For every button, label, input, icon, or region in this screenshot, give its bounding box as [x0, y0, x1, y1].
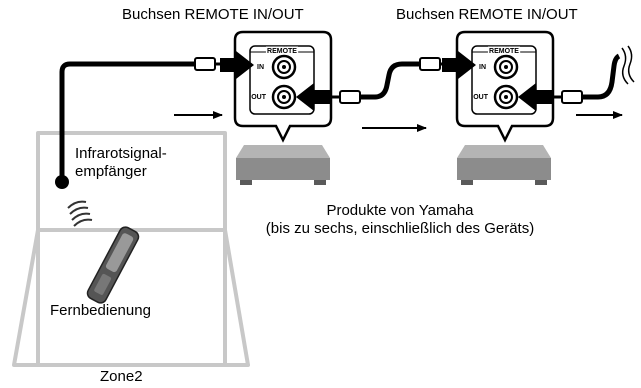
- remote-panel-1: REMOTE IN OUT: [233, 30, 333, 143]
- arrow-into-panel-2-out: [518, 83, 552, 111]
- remote-label: Fernbedienung: [50, 302, 151, 319]
- products-label-line2: (bis zu sechs, einschließlich des Geräts…: [265, 220, 535, 237]
- jack-label-right: Buchsen REMOTE IN/OUT: [396, 6, 578, 23]
- jack-label-left: Buchsen REMOTE IN/OUT: [122, 6, 304, 23]
- panel-1-title: REMOTE: [267, 48, 297, 55]
- ir-receiver-dot: [55, 175, 69, 189]
- arrow-into-panel-2-in: [442, 51, 476, 79]
- cable-continue: [554, 45, 635, 104]
- remote-control: [67, 200, 140, 304]
- panel-2-title: REMOTE: [489, 48, 519, 55]
- panel-1-out-label: OUT: [251, 94, 267, 101]
- ir-receiver-label-line2: empfänger: [75, 163, 147, 180]
- remote-panel-2: REMOTE IN OUT: [455, 30, 555, 143]
- ir-receiver-cable: [59, 61, 195, 182]
- yamaha-device-1: [236, 145, 330, 185]
- cable-link-1-to-2: [332, 57, 446, 104]
- ir-receiver-label-line1: Infrarotsignal-: [75, 145, 167, 162]
- products-label-line1: Produkte von Yamaha: [326, 202, 474, 219]
- panel-2-in-label: IN: [479, 64, 486, 71]
- panel-1-in-label: IN: [257, 64, 264, 71]
- arrow-into-panel-1-out: [296, 83, 330, 111]
- yamaha-device-2: [457, 145, 551, 185]
- zone-label: Zone2: [100, 368, 143, 385]
- arrow-into-panel-1-in: [220, 51, 254, 79]
- panel-2-out-label: OUT: [473, 94, 489, 101]
- cable-plug-in-1: [194, 57, 221, 71]
